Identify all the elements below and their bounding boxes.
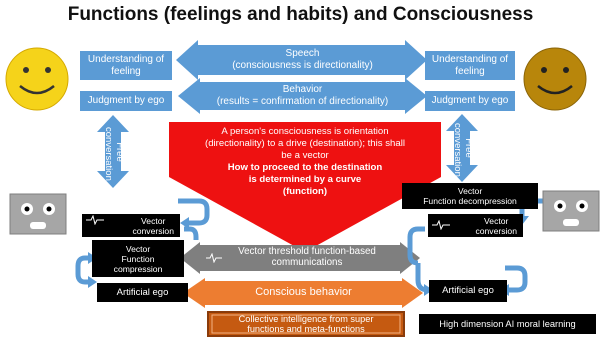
speech-double-arrow — [176, 40, 427, 80]
behavior-line1: Behavior — [282, 84, 323, 95]
left-vector-conversion-line1: Vector — [141, 215, 166, 226]
waveform-icon — [86, 215, 104, 225]
left-vector-conversion-box: Vector conversion — [82, 214, 180, 237]
left-vector-conversion-line2: conversion — [132, 225, 174, 236]
conscious-behavior-label: Conscious behavior — [255, 286, 352, 298]
consciousness-description: A person's consciousness is orientation … — [180, 126, 430, 198]
left-judgment-box: Judgment by ego — [80, 91, 172, 111]
left-compression-line2: Function — [121, 253, 155, 264]
speech-label: Speech (consciousness is directionality) — [205, 48, 400, 72]
right-artificial-ego-box: Artificial ego — [429, 280, 507, 302]
collective-intelligence-label: Collective intelligence from super funct… — [212, 314, 400, 334]
gold-smiley-face-icon — [523, 47, 587, 111]
threshold-double-arrow — [180, 242, 420, 274]
robot-face-icon — [542, 190, 600, 232]
behavior-line2: (results = confirmation of directionalit… — [216, 96, 389, 107]
robot-face-icon — [9, 193, 67, 235]
left-compression-line1: Vector — [125, 243, 151, 254]
right-understanding-box: Understanding of feeling — [425, 51, 515, 80]
right-free-conversation-line2: conversation — [452, 123, 463, 177]
right-vector-function-decompression-box: Vector Function decompression — [402, 183, 538, 209]
left-free-conversation-line2: conversation — [103, 127, 114, 181]
collective-line2: functions and meta-functions — [247, 324, 365, 334]
behavior-double-arrow — [178, 78, 427, 114]
right-judgment-box: Judgment by ego — [425, 91, 515, 111]
right-vector-conversion-box: Vector conversion — [428, 214, 523, 237]
red-bold1: How to proceed to the destination — [227, 162, 383, 173]
left-free-conversation-label: Free conversation — [101, 127, 125, 181]
left-free-conversation-arrow — [97, 115, 129, 188]
right-vector-conversion-line2: conversion — [475, 225, 517, 236]
waveform-icon — [206, 253, 222, 263]
right-decompression-line2: Function decompression — [423, 196, 517, 206]
right-decompression-line1: Vector — [457, 186, 483, 196]
left-vector-function-compression-box: Vector Function compression — [92, 240, 184, 277]
right-free-conversation-line1: Free — [463, 138, 474, 158]
smiley-face-icon — [5, 47, 69, 111]
left-curve-connector-top — [178, 198, 210, 226]
collective-line1: Collective intelligence from super — [238, 314, 374, 324]
right-free-conversation-label: Free conversation — [450, 123, 474, 177]
right-vector-conversion-line1: Vector — [484, 215, 509, 226]
red-bold2: is determined by a curve — [248, 174, 362, 185]
consciousness-red-shape — [169, 122, 441, 252]
conscious-behavior-arrow — [183, 278, 423, 308]
red-line2: (directionality) to a drive (destination… — [205, 138, 405, 149]
red-line1: A person's consciousness is orientation — [221, 126, 389, 137]
left-curve-connector-mid — [184, 226, 199, 240]
left-free-conversation-line1: Free — [114, 142, 125, 162]
threshold-line1: Vector threshold function-based — [238, 246, 376, 257]
right-understanding-line1: Understanding of — [431, 53, 509, 65]
right-understanding-line2: feeling — [455, 65, 485, 77]
red-line3: be a vector — [281, 150, 329, 161]
threshold-line2: communications — [271, 257, 343, 268]
red-bold3: (function) — [282, 186, 328, 197]
left-compression-line3: compression — [113, 263, 163, 274]
collective-box — [207, 311, 405, 337]
speech-line2: (consciousness is directionality) — [232, 60, 373, 71]
right-free-conversation-arrow — [446, 114, 478, 182]
right-curve-connector-mid — [407, 226, 425, 266]
speech-line1: Speech — [285, 48, 320, 59]
waveform-icon — [432, 220, 450, 230]
left-understanding-line1: Understanding of — [87, 53, 165, 65]
threshold-label: Vector threshold function-based communic… — [200, 246, 400, 270]
right-curve-connector-bottom — [505, 265, 528, 293]
left-curve-connector-bottom — [75, 255, 91, 285]
left-understanding-line2: feeling — [111, 65, 141, 77]
left-artificial-ego-box: Artificial ego — [97, 283, 188, 302]
left-understanding-box: Understanding of feeling — [80, 51, 172, 80]
high-dimension-ai-box: High dimension AI moral learning — [419, 314, 596, 334]
page-title: Functions (feelings and habits) and Cons… — [67, 4, 534, 25]
behavior-label: Behavior (results = confirmation of dire… — [205, 84, 400, 108]
